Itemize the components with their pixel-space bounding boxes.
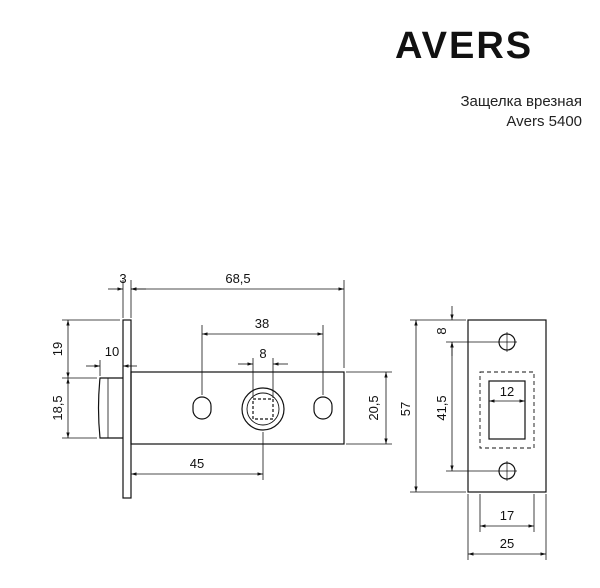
lock-side-view xyxy=(97,319,345,499)
dim-latch-tongue: 18,5 xyxy=(50,395,65,420)
dim-strike-opening-width: 12 xyxy=(500,384,514,399)
dim-strike-hole-offset: 8 xyxy=(434,327,449,334)
mount-slot-left xyxy=(192,396,212,420)
product-title: Защелка врезная Avers 5400 xyxy=(460,92,582,132)
dim-backset-total: 68,5 xyxy=(225,271,250,286)
strike-plate xyxy=(467,319,547,493)
avers-logo: AVERS xyxy=(395,25,533,67)
product-name-line1: Защелка врезная xyxy=(460,93,582,110)
spindle-hub xyxy=(241,387,285,431)
dim-body-height: 20,5 xyxy=(366,395,381,420)
dim-hole-spacing: 38 xyxy=(255,316,269,331)
latch-tongue xyxy=(97,377,123,439)
dim-spindle-square: 8 xyxy=(259,346,266,361)
strike-opening xyxy=(488,380,526,440)
side-dimensions xyxy=(62,280,392,480)
dim-strike-hole-spacing: 41,5 xyxy=(434,395,449,420)
logo-text: AVERS xyxy=(395,25,533,67)
mount-slot-right xyxy=(313,396,333,420)
dim-face-top: 19 xyxy=(50,342,65,356)
lock-body xyxy=(130,371,345,445)
product-name-line2: Avers 5400 xyxy=(506,113,582,130)
dim-strike-width: 25 xyxy=(500,536,514,551)
faceplate xyxy=(122,319,132,499)
dim-strike-inner-width: 17 xyxy=(500,508,514,523)
dim-backset: 45 xyxy=(190,456,204,471)
strike-plate-outline xyxy=(467,319,547,493)
strike-pocket xyxy=(479,371,535,449)
strike-dimensions xyxy=(410,306,547,560)
dim-faceplate-thickness: 3 xyxy=(119,271,126,286)
dim-strike-height: 57 xyxy=(398,402,413,416)
dim-latch-height: 10 xyxy=(105,344,119,359)
spindle-square xyxy=(252,398,274,420)
